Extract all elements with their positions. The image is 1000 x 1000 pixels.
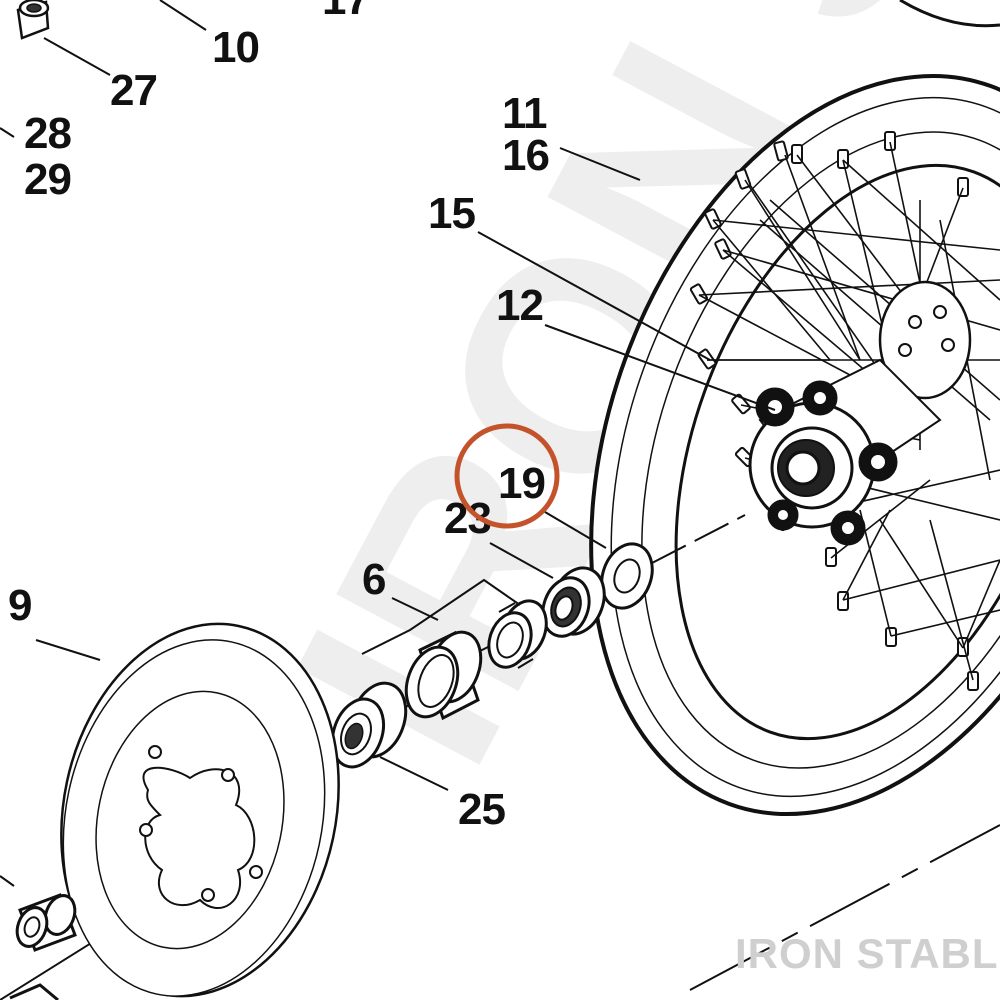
callout-25: 25 [458, 785, 505, 834]
front-hub [748, 380, 898, 546]
callout-29: 29 [24, 155, 71, 204]
rear-hub-flange [878, 280, 972, 400]
callout-9: 9 [8, 581, 31, 630]
brand-watermark: IRON STABLE [735, 930, 1000, 977]
highlight-circle-19 [454, 423, 560, 529]
part-19-washer [600, 542, 654, 610]
rim-line-2 [641, 131, 1000, 769]
callout-11: 11 [502, 89, 547, 138]
callout-10: 10 [212, 23, 259, 72]
callout-6: 6 [362, 555, 385, 604]
callout-17: 17 [322, 0, 369, 24]
part-bottom-left-fragment [9, 983, 59, 1000]
part-23-seal [541, 566, 606, 638]
rim-line-1 [610, 96, 1000, 798]
callout-labels: 10 17 27 28 29 11 16 15 12 23 19 6 9 25 [8, 0, 550, 834]
part-25-seal [330, 681, 408, 769]
spoke-nipples [689, 131, 979, 691]
callout-27: 27 [110, 66, 157, 115]
leader-lines [0, 0, 776, 887]
callout-16: 16 [502, 131, 549, 180]
callout-15: 15 [428, 189, 475, 238]
callout-19: 19 [498, 459, 545, 508]
part-9-rotor [60, 622, 340, 998]
top-part-outline [899, 0, 1000, 28]
rim-inner [674, 163, 1000, 741]
part-6-bearing-cone [487, 599, 548, 669]
part-6-bearing-cup [404, 630, 483, 721]
part-spacer-left [15, 893, 77, 952]
callout-28: 28 [24, 109, 71, 158]
part-27-bushing [16, 0, 50, 40]
callout-12: 12 [496, 281, 543, 330]
flange-hole [908, 315, 922, 329]
wheel-assembly [589, 73, 1000, 817]
